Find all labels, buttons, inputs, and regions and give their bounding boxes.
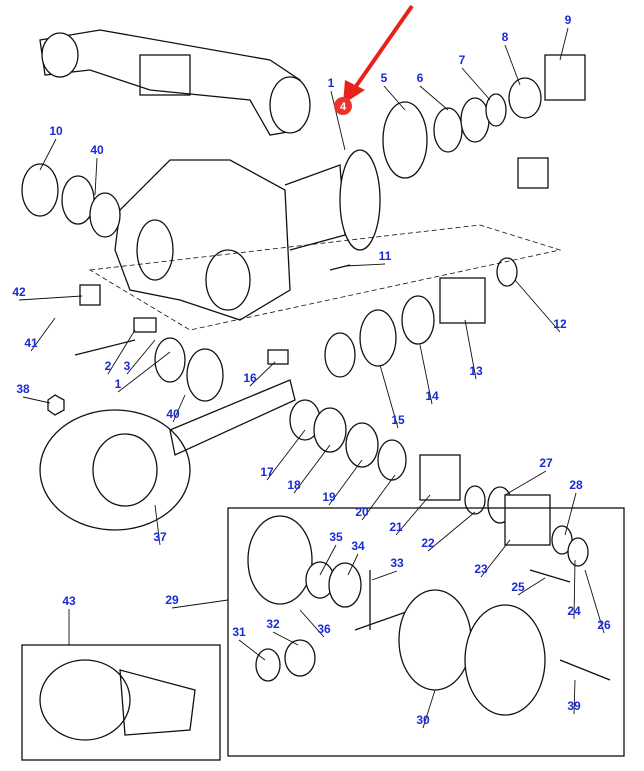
leader-line bbox=[299, 609, 325, 638]
crown-wheel-and-pinion bbox=[39, 379, 589, 583]
leader-line bbox=[94, 157, 98, 196]
housing-assembled-inset bbox=[21, 644, 221, 761]
callout-9: 9 bbox=[565, 13, 572, 27]
leader-line bbox=[154, 504, 161, 546]
leader-line bbox=[266, 429, 306, 481]
callout-19: 19 bbox=[322, 490, 336, 504]
highlight-marker-label: 4 bbox=[340, 101, 347, 113]
leader-line bbox=[573, 559, 576, 620]
leader-line bbox=[517, 577, 546, 596]
leader-line bbox=[172, 394, 186, 423]
leader-line bbox=[117, 351, 171, 393]
callout-22: 22 bbox=[421, 536, 435, 550]
callout-7: 7 bbox=[459, 53, 466, 67]
leader-line bbox=[419, 85, 449, 111]
callout-15: 15 bbox=[391, 413, 405, 427]
axle-overview-illustration bbox=[39, 29, 311, 136]
leader-line bbox=[18, 295, 83, 301]
leader-line bbox=[573, 679, 576, 715]
callout-42: 42 bbox=[12, 285, 26, 299]
leader-line bbox=[126, 339, 156, 375]
callout-40: 40 bbox=[90, 143, 104, 157]
callout-27: 27 bbox=[539, 456, 553, 470]
callout-40: 40 bbox=[166, 407, 180, 421]
callout-39: 39 bbox=[567, 699, 581, 713]
leader-line bbox=[361, 474, 396, 521]
leader-line bbox=[39, 138, 57, 171]
callout-14: 14 bbox=[425, 389, 439, 403]
callout-16: 16 bbox=[243, 371, 257, 385]
callout-24: 24 bbox=[567, 604, 581, 618]
leader-line bbox=[504, 470, 547, 496]
leader-line bbox=[395, 494, 431, 536]
leader-line bbox=[330, 90, 346, 151]
callout-8: 8 bbox=[502, 30, 509, 44]
callout-38: 38 bbox=[16, 382, 30, 396]
callout-11: 11 bbox=[379, 249, 392, 263]
highlight-arrow bbox=[343, 4, 414, 104]
leader-line bbox=[30, 317, 56, 352]
leader-line bbox=[383, 85, 406, 111]
leader-line bbox=[584, 569, 605, 634]
leader-line bbox=[328, 459, 363, 506]
differential-inset bbox=[227, 507, 625, 757]
callout-33: 33 bbox=[390, 556, 404, 570]
leader-line bbox=[249, 361, 276, 387]
leader-line bbox=[559, 27, 569, 61]
callout-2: 2 bbox=[105, 359, 112, 373]
leader-line bbox=[514, 279, 561, 333]
callout-13: 13 bbox=[469, 364, 483, 378]
callout-25: 25 bbox=[511, 580, 525, 594]
callout-23: 23 bbox=[474, 562, 488, 576]
leader-line bbox=[564, 492, 577, 536]
callout-28: 28 bbox=[569, 478, 583, 492]
leader-line bbox=[272, 631, 299, 646]
callout-10: 10 bbox=[49, 124, 63, 138]
callout-31: 31 bbox=[232, 625, 246, 639]
callout-37: 37 bbox=[153, 530, 167, 544]
callout-20: 20 bbox=[355, 505, 369, 519]
callout-1: 1 bbox=[328, 76, 335, 90]
highlight-marker: 4 bbox=[334, 97, 352, 115]
callout-26: 26 bbox=[597, 618, 611, 632]
callout-43: 43 bbox=[62, 594, 76, 608]
leader-line bbox=[344, 263, 386, 267]
callout-18: 18 bbox=[287, 478, 301, 492]
leader-line bbox=[238, 639, 266, 661]
leader-line bbox=[107, 329, 136, 375]
leader-line bbox=[22, 396, 51, 404]
callout-29: 29 bbox=[165, 593, 179, 607]
leader-line bbox=[319, 544, 337, 576]
leader-line bbox=[461, 67, 491, 101]
callout-35: 35 bbox=[329, 530, 343, 544]
assembly-outline bbox=[88, 224, 562, 331]
axle-housing bbox=[114, 149, 381, 321]
callout-12: 12 bbox=[553, 317, 567, 331]
callout-21: 21 bbox=[389, 520, 403, 534]
leader-line bbox=[347, 553, 359, 576]
callout-5: 5 bbox=[381, 71, 388, 85]
leader-line bbox=[422, 689, 436, 729]
callout-36: 36 bbox=[317, 622, 331, 636]
callout-17: 17 bbox=[260, 465, 274, 479]
callout-32: 32 bbox=[266, 617, 280, 631]
leader-line bbox=[419, 344, 433, 405]
leader-line bbox=[464, 319, 477, 380]
callout-30: 30 bbox=[416, 713, 430, 727]
callout-41: 41 bbox=[24, 336, 38, 350]
leader-line bbox=[371, 570, 398, 581]
callout-6: 6 bbox=[417, 71, 424, 85]
callout-34: 34 bbox=[351, 539, 365, 553]
leader-line bbox=[480, 539, 511, 578]
leader-line bbox=[427, 511, 476, 552]
leader-line bbox=[293, 444, 331, 494]
leader-line bbox=[171, 599, 229, 609]
callout-3: 3 bbox=[124, 359, 131, 373]
leader-line bbox=[379, 364, 399, 429]
rings-and-bearings bbox=[21, 54, 586, 416]
leader-line bbox=[504, 44, 521, 86]
callout-1: 1 bbox=[115, 377, 122, 391]
